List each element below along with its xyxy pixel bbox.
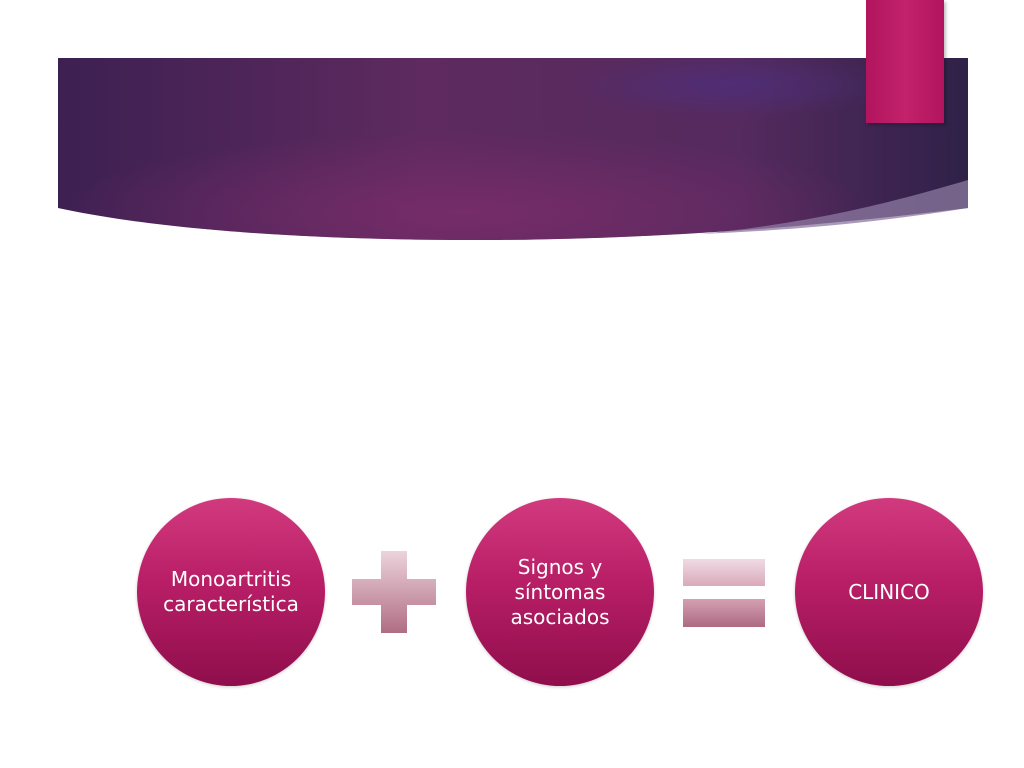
accent-tab [866, 0, 944, 123]
title-banner [58, 58, 968, 241]
plus-icon [352, 551, 436, 633]
step-circle-signos: Signos y síntomas asociados [466, 498, 654, 686]
banner-highlight [700, 180, 968, 234]
step-circle-clinico: CLINICO [795, 498, 983, 686]
step-label: CLINICO [848, 579, 930, 604]
step-label: Signos y síntomas asociados [510, 554, 610, 629]
step-label: Monoartritis característica [163, 567, 299, 616]
step-circle-monoartritis: Monoartritis característica [137, 498, 325, 686]
equals-icon [683, 559, 765, 627]
